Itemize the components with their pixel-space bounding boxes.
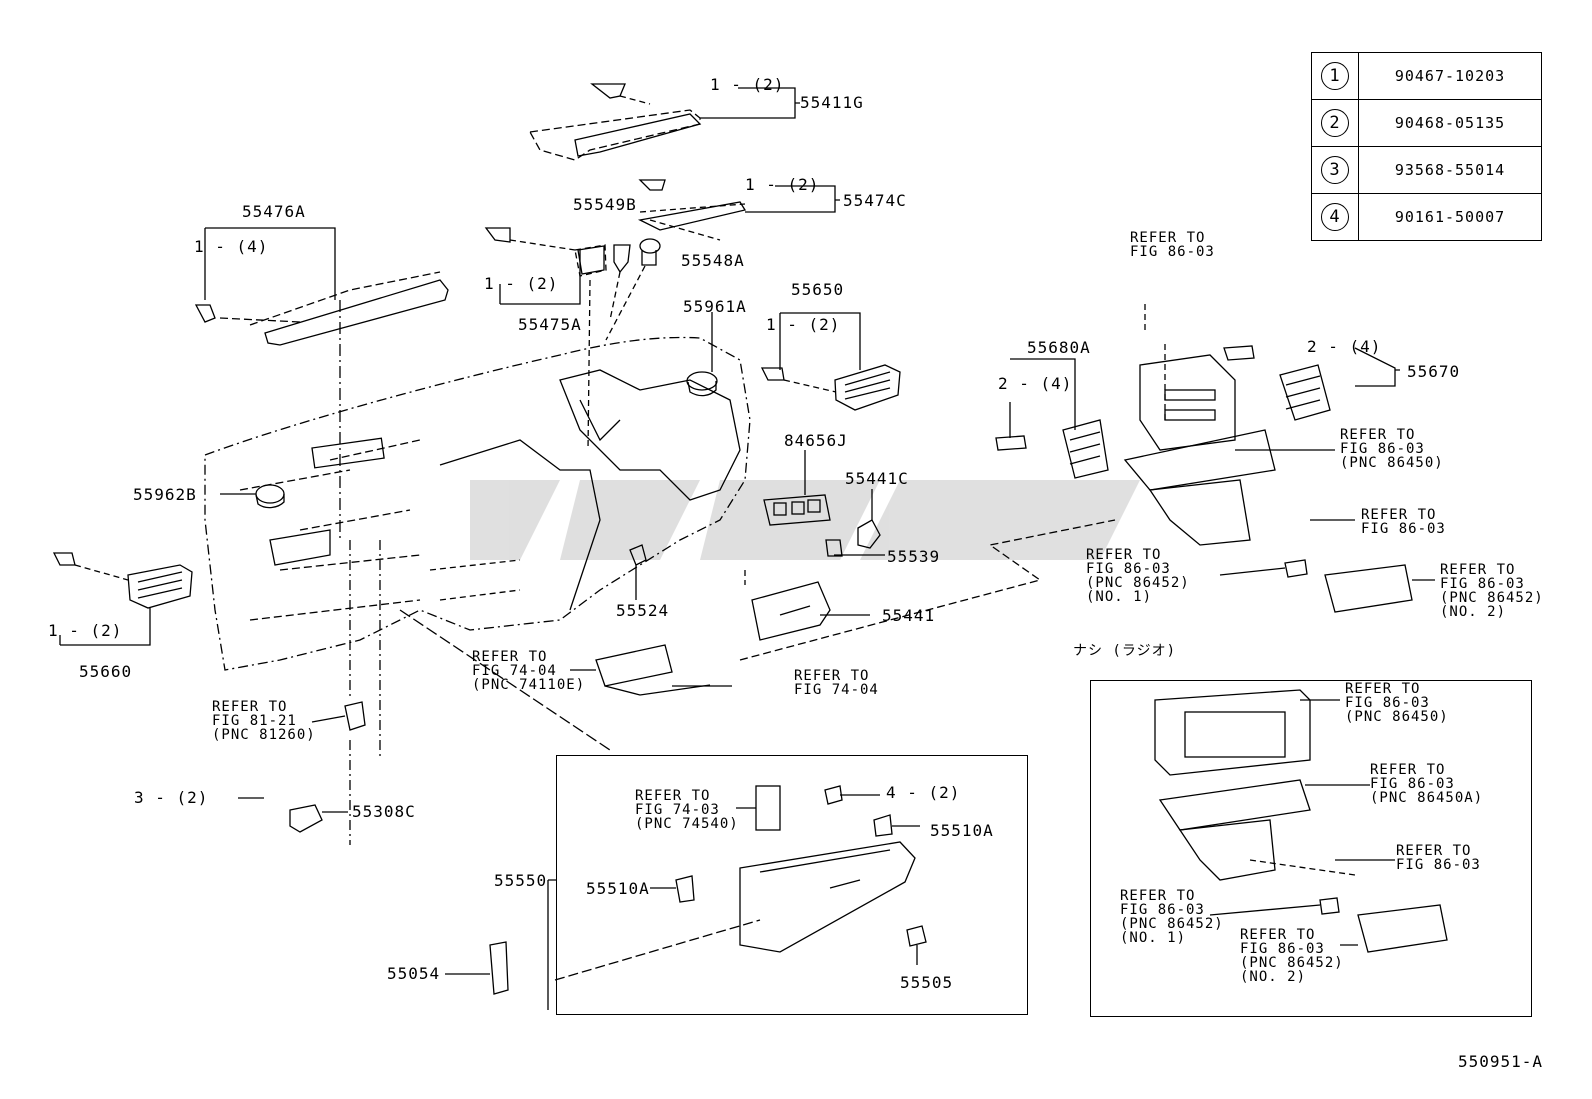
refer-note: REFER TO FIG 86-03: [1361, 507, 1446, 537]
part-label-55670: 55670: [1407, 362, 1461, 381]
part-label-55539: 55539: [887, 547, 941, 566]
part-label-55548A: 55548A: [681, 251, 745, 270]
part-label-55550: 55550: [494, 871, 548, 890]
qty-callout: 1 - (2): [745, 175, 820, 194]
qty-callout: 1 - (2): [710, 75, 785, 94]
part-label-55680A: 55680A: [1027, 338, 1091, 357]
mark-1: 1: [1321, 62, 1349, 90]
part-label-55650: 55650: [791, 280, 845, 299]
refer-note: REFER TO FIG 86-03 (PNC 86450A): [1370, 762, 1484, 806]
refer-note: REFER TO FIG 81-21 (PNC 81260): [212, 699, 316, 743]
qty-callout: 4 - (2): [886, 783, 961, 802]
part-label-55054: 55054: [387, 964, 441, 983]
part-label-55308C: 55308C: [352, 802, 416, 821]
refer-note: REFER TO FIG 86-03 (PNC 86452) (NO. 1): [1120, 888, 1224, 946]
table-row: 2 90468-05135: [1311, 99, 1542, 147]
qty-callout: 1 - (4): [194, 237, 269, 256]
mark-4: 4: [1321, 203, 1349, 231]
fastener-table: 1 90467-10203 2 90468-05135 3 93568-5501…: [1311, 52, 1542, 241]
part-label-55524: 55524: [616, 601, 670, 620]
refer-note: REFER TO FIG 74-04 (PNC 74110E): [472, 649, 586, 693]
part-label-55549B: 55549B: [573, 195, 637, 214]
refer-note: REFER TO FIG 86-03: [1130, 230, 1215, 260]
qty-callout: 3 - (2): [134, 788, 209, 807]
refer-note: REFER TO FIG 86-03 (PNC 86452) (NO. 2): [1440, 562, 1544, 620]
part-number: 93568-55014: [1358, 146, 1542, 194]
dashboard-outline: [204, 336, 751, 671]
qty-callout: 2 - (4): [998, 374, 1073, 393]
part-label-55441C: 55441C: [845, 469, 909, 488]
part-label-55476A: 55476A: [242, 202, 306, 221]
refer-note: REFER TO FIG 86-03: [1396, 843, 1481, 873]
part-label-84656J: 84656J: [784, 431, 848, 450]
part-label-55475A: 55475A: [518, 315, 582, 334]
glovebox-inset-frame: [556, 755, 1028, 1015]
refer-note: REFER TO FIG 86-03 (PNC 86450): [1345, 681, 1449, 725]
radio-variant-frame: [1090, 680, 1532, 1017]
part-label-55441: 55441: [882, 606, 936, 625]
part-number: 90468-05135: [1358, 99, 1542, 147]
part-label-55505: 55505: [900, 973, 954, 992]
refer-note: REFER TO FIG 86-03 (PNC 86452) (NO. 1): [1086, 547, 1190, 605]
diagram-code: 550951-A: [1458, 1052, 1544, 1071]
qty-callout: 1 - (2): [48, 621, 123, 640]
part-label-55660: 55660: [79, 662, 133, 681]
variant-title: ナシ (ラジオ): [1073, 643, 1177, 659]
refer-note: REFER TO FIG 86-03 (PNC 86450): [1340, 427, 1444, 471]
table-row: 4 90161-50007: [1311, 193, 1542, 241]
part-label-55510A: 55510A: [586, 879, 650, 898]
qty-callout: 2 - (4): [1307, 337, 1382, 356]
mark-3: 3: [1321, 156, 1349, 184]
refer-note: REFER TO FIG 74-03 (PNC 74540): [635, 788, 739, 832]
part-label-55411G: 55411G: [800, 93, 864, 112]
refer-note: REFER TO FIG 86-03 (PNC 86452) (NO. 2): [1240, 927, 1344, 985]
part-label-55510A: 55510A: [930, 821, 994, 840]
qty-callout: 1 - (2): [766, 315, 841, 334]
part-number: 90161-50007: [1358, 193, 1542, 241]
part-label-55962B: 55962B: [133, 485, 197, 504]
mark-2: 2: [1321, 109, 1349, 137]
table-row: 3 93568-55014: [1311, 146, 1542, 194]
table-row: 1 90467-10203: [1311, 52, 1542, 100]
part-label-55474C: 55474C: [843, 191, 907, 210]
qty-callout: 1 - (2): [484, 274, 559, 293]
part-number: 90467-10203: [1358, 52, 1542, 100]
part-label-55961A: 55961A: [683, 297, 747, 316]
refer-note: REFER TO FIG 74-04: [794, 668, 879, 698]
